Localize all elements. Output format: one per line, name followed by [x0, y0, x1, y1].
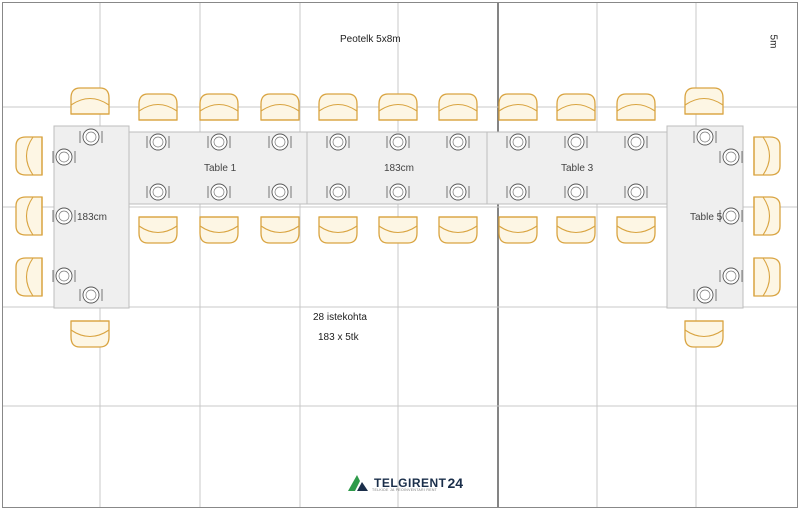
place-setting-icon [268, 183, 292, 201]
place-setting-icon [719, 267, 743, 285]
chair [684, 87, 724, 115]
chairs-layer [15, 87, 781, 348]
seat-count-label: 28 istekohta [313, 312, 367, 323]
place-setting-icon [624, 133, 648, 151]
table-spec-label: 183 x 5tk [318, 332, 359, 343]
tent-title: Peotelk 5x8m [340, 34, 401, 45]
logo-mark-icon [348, 475, 368, 491]
place-setting-icon [506, 133, 530, 151]
place-setting-icon [52, 148, 76, 166]
place-setting-icon [446, 183, 470, 201]
chair [753, 196, 781, 236]
place-setting-icon [386, 183, 410, 201]
chair [70, 87, 110, 115]
chair [438, 216, 478, 244]
place-setting-icon [326, 183, 350, 201]
chair [138, 216, 178, 244]
chair [260, 93, 300, 121]
chair [15, 136, 43, 176]
chair [616, 93, 656, 121]
telgirent-logo: TELGIRENT 24 TELKIDE JA PEOINVENTARI REN… [346, 473, 463, 493]
logo-number: 24 [447, 475, 464, 491]
place-setting-icon [146, 133, 170, 151]
chair [15, 196, 43, 236]
chair [684, 320, 724, 348]
place-setting-icon [564, 183, 588, 201]
place-setting-icon [386, 133, 410, 151]
chair [138, 93, 178, 121]
place-setting-icon [79, 128, 103, 146]
chair [70, 320, 110, 348]
place-setting-icon [693, 128, 717, 146]
chair [438, 93, 478, 121]
tent-side-label: 5m [767, 34, 779, 49]
place-setting-icon [506, 183, 530, 201]
place-setting-icon [207, 133, 231, 151]
place-setting-icon [52, 267, 76, 285]
table-5-label: Table 5 [690, 212, 723, 223]
table-center-length-label: 183cm [384, 163, 415, 174]
place-setting-icon [52, 207, 76, 225]
place-setting-icon [693, 286, 717, 304]
table-3-label: Table 3 [561, 163, 594, 174]
chair [498, 93, 538, 121]
chair [616, 216, 656, 244]
chair [556, 216, 596, 244]
chair [753, 136, 781, 176]
table-left-length-label: 183cm [77, 212, 108, 223]
chair [753, 257, 781, 297]
place-setting-icon [326, 133, 350, 151]
chair [199, 93, 239, 121]
chair [260, 216, 300, 244]
logo-name: TELGIRENT [374, 476, 447, 490]
chair [498, 216, 538, 244]
place-setting-icon [146, 183, 170, 201]
chair [378, 93, 418, 121]
place-setting-icon [719, 148, 743, 166]
place-setting-icon [624, 183, 648, 201]
place-settings-layer [52, 128, 743, 304]
place-setting-icon [79, 286, 103, 304]
place-setting-icon [446, 133, 470, 151]
place-setting-icon [207, 183, 231, 201]
logo-tagline: TELKIDE JA PEOINVENTARI RENT [372, 488, 438, 492]
place-setting-icon [564, 133, 588, 151]
chair [199, 216, 239, 244]
chair [318, 93, 358, 121]
table-1-label: Table 1 [204, 163, 237, 174]
chair [378, 216, 418, 244]
place-setting-icon [719, 207, 743, 225]
chair [556, 93, 596, 121]
chair [15, 257, 43, 297]
place-setting-icon [268, 133, 292, 151]
chair [318, 216, 358, 244]
